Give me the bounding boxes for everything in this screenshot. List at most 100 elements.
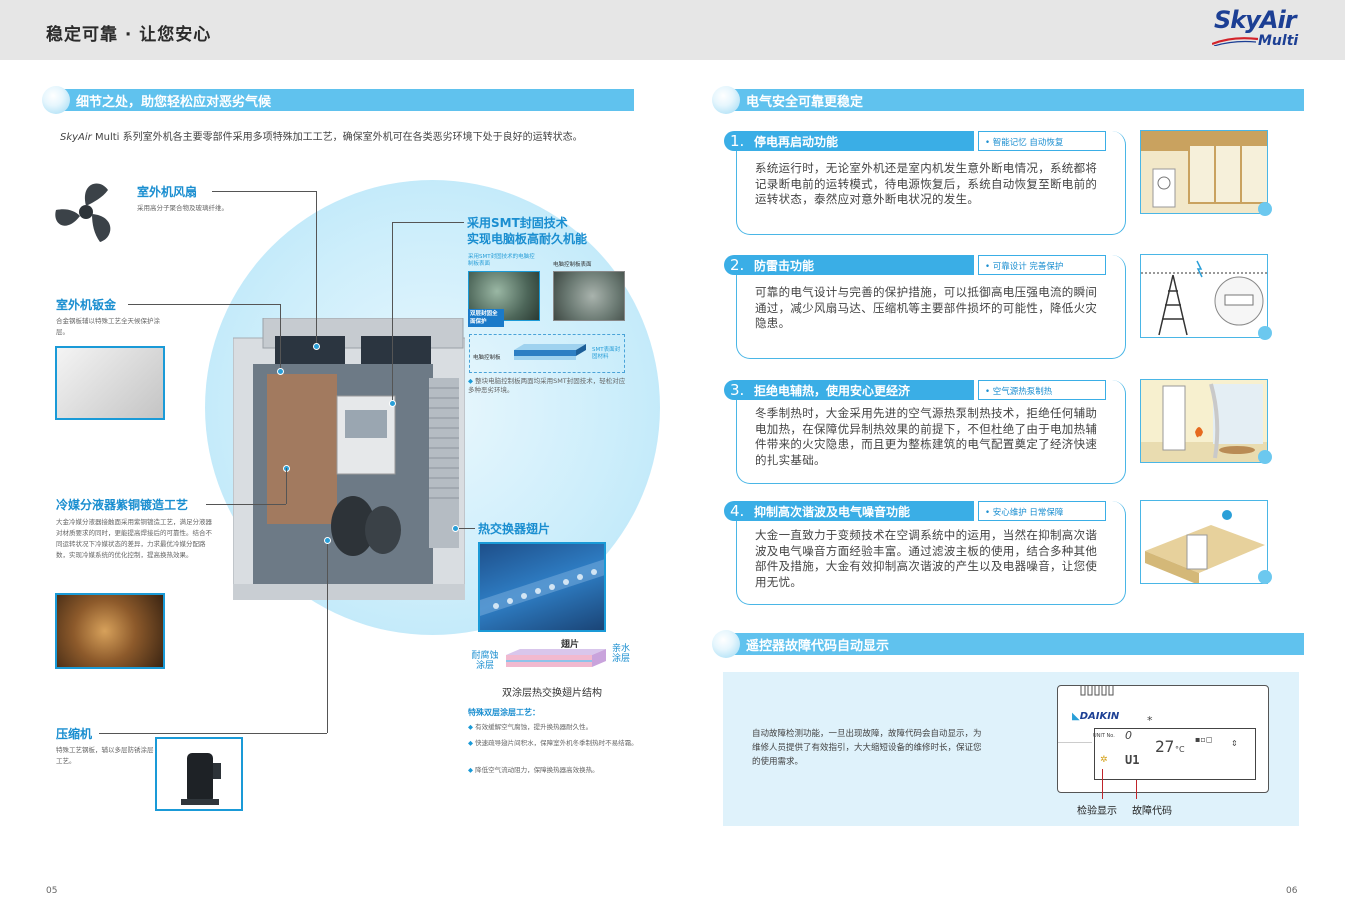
copper-photo [55,593,165,669]
fin-droplets-icon [480,559,604,616]
feature-text-4: 大金一直致力于变频技术在空调系统中的运用，当然在抑制高次谐波及电气噪音方面经验丰… [755,528,1098,589]
error-section-bar: 遥控器故障代码自动显示 [712,630,1304,658]
compressor-leader-line-v [327,540,328,733]
smt-diagram-box [469,334,625,373]
sheet-metal-photo [55,346,165,420]
smt-title: 采用SMT封固技术 实现电脑板高耐久机能 [467,216,588,246]
fin-title: 热交换器翅片 [478,522,551,536]
smt-material-label: SMT表面封固材料 [592,347,621,360]
feature-text-1: 系统运行时，无论室外机还是室内机发生意外断电情况，系统都将记录断电前的运转模式，… [755,161,1098,206]
fan-leader-line-v [316,191,317,346]
feature-image-3 [1140,379,1268,463]
fan-blade-icon [55,183,111,242]
lcd-fault-code: U1 [1125,753,1140,767]
smt-leader-line [392,222,464,223]
compressor-title: 压缩机 [56,727,93,741]
left-page-number: 05 [46,886,58,896]
fin-marker [452,525,459,532]
room-window-icon [1141,131,1267,208]
smt-layers-diagram [514,344,586,360]
fan-marker [313,343,320,350]
compressor-photo [155,737,243,811]
right-section-title: 电气安全可靠更稳定 [746,95,864,110]
feature-image-2 [1140,254,1268,338]
smile-icon [1258,202,1272,216]
check-display-label: 检验显示 [1077,806,1117,817]
lightning-tower-icon [1141,260,1267,336]
smt-marker [389,400,396,407]
feature-tag-1: • 智能记忆 自动恢复 [978,131,1106,151]
feature-header-2: 2. 防雷击功能 • 可靠设计 完善保护 [724,255,1106,275]
feature-box-2 [736,255,1126,359]
quiet-unit-icon [1145,510,1265,583]
intro-text: SkyAir Multi 系列室外机各主要零部件采用多项特殊加工工艺，确保室外机… [60,132,583,143]
copper-leader-line [206,504,286,505]
copper-title: 冷媒分液器紫铜镀造工艺 [56,498,189,512]
sheet-metal-title: 室外机钣金 [56,298,117,312]
left-section-title: 细节之处，助您轻松应对恶劣气候 [76,95,272,110]
feature-header-1: 1. 停电再启动功能 • 智能记忆 自动恢复 [724,131,1106,151]
feature-text-3: 冬季制热时，大金采用先进的空气源热泵制热技术，拒绝任何辅助电加热，在保障优异制热… [755,406,1098,467]
compressor-marker [324,537,331,544]
smile-icon [1258,570,1272,584]
fin-layer-label: 翅片 [561,640,580,650]
lcd-temp-unit: °C [1175,745,1185,754]
compressor-icon [181,753,221,805]
lcd-temperature: 27 [1155,737,1175,756]
header-bar [0,0,1345,60]
check-indicator-icon: ✲ [1100,755,1108,765]
smt-note: ◆ 整块电脑控制板两面均采用SMT封固技术，轻松对应多种恶劣环境。 [468,377,626,394]
smt-photo1-label: 采用SMT封固技术的电脑控制板表面 [468,254,535,267]
copper-desc: 大金冷媒分液器接触面采用紫铜镀造工艺，满足分液器对材质要求的同时，更能提高焊接后… [56,518,212,559]
smile-icon [1258,326,1272,340]
coating-bullet-3: ◆ 降低空气流动阻力，保障换热器高效换热。 [468,766,599,774]
remote-lcd: * UNIT No. 0 U1 27 °C ▪▫◻ ⇕ ✲ [1093,714,1256,780]
coating-title: 特殊双层涂层工艺： [468,708,540,717]
feature-box-4 [736,501,1126,605]
feature-image-1 [1140,130,1268,214]
compressor-leader-line [99,733,327,734]
feature-box-1 [736,131,1126,235]
fin-photo [478,542,606,632]
feature-tag-4: • 安心维护 日常保障 [978,501,1106,521]
section-bullet-icon [42,86,70,114]
lcd-unit-digit: 0 [1125,729,1132,742]
fault-code-label: 故障代码 [1132,806,1172,817]
heater-room-icon [1141,383,1267,462]
outdoor-unit-illustration [233,318,465,600]
feature-tag-3: • 空气源热泵制热 [978,380,1106,400]
remote-divider [1058,742,1092,743]
skyair-multi-logo: SkyAir Multi [1212,6,1312,54]
hydrophilic-coating-label: 亲水涂层 [611,644,630,664]
coating-bullet-1: ◆ 有效缓解空气腐蚀，提升换热器耐久性。 [468,723,593,731]
page-title: 稳定可靠 · 让您安心 [46,25,212,45]
swing-icon: ⇕ [1231,739,1238,748]
section-bullet-icon [712,630,740,658]
fin-caption: 双涂层热交换翅片结构 [502,688,602,699]
lcd-star: * [1147,714,1153,727]
lcd-unit-no-label: UNIT No. [1093,733,1115,739]
fan-leader-line [212,191,316,192]
fan-desc: 采用高分子聚合物及玻璃纤维。 [137,204,228,212]
logo-swoosh-icon [1212,37,1258,46]
smt-board-photo [553,271,625,321]
error-section-title: 遥控器故障代码自动显示 [746,639,890,654]
feature-text-2: 可靠的电气设计与完善的保护措施，可以抵御高电压强电流的瞬间通过，减少风扇马达、压… [755,285,1098,330]
sheet-leader-line [128,304,280,305]
sheet-metal-desc: 合金钢板辅以特殊工艺全天候保护涂层。 [56,317,160,336]
right-page-number: 06 [1286,886,1298,896]
smile-icon [1258,450,1272,464]
remote-grille-icon [1080,685,1114,696]
feature-tag-2: • 可靠设计 完善保护 [978,255,1106,275]
smt-photo2-label: 电脑控制板表面 [553,262,592,268]
smt-leader-line-v [392,222,393,402]
right-section-bar: 电气安全可靠更稳定 [712,86,1304,114]
coating-bullet-2: ◆ 快速疏导翅片间积水，保障室外机冬季制热时不易结霜。 [468,739,638,747]
feature-header-4: 4. 抑制高次谐波及电气噪音功能 • 安心维护 日常保障 [724,501,1106,521]
smt-badge: 双层封固全面保护 [468,309,504,327]
logo-multi-text: Multi [1258,33,1299,49]
feature-image-4 [1140,500,1268,584]
feature-box-3 [736,380,1126,484]
logo-sky-text: SkyAir [1214,6,1297,34]
fan-mode-icon: ▪▫◻ [1195,735,1213,744]
